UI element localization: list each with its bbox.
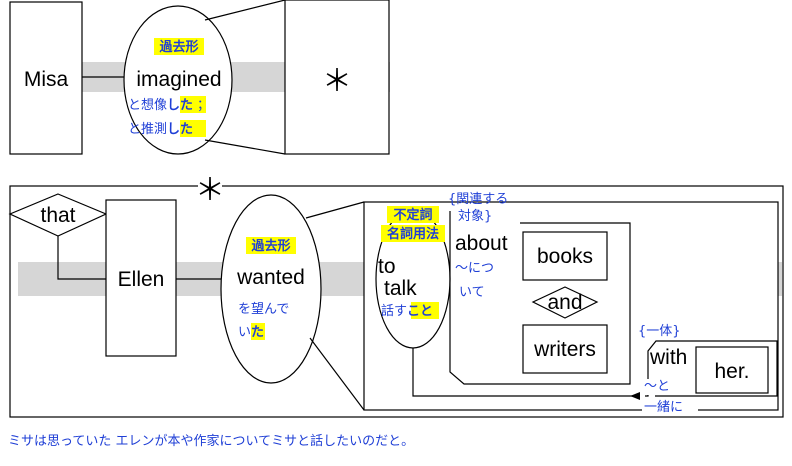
about-tag-2: 対象} (458, 209, 492, 224)
gloss-highlight (251, 323, 265, 340)
gloss-highlight (411, 302, 439, 319)
infinitive-gloss-hl: こと (407, 304, 433, 319)
infinitive-tag-2: 名詞用法 (387, 226, 439, 242)
verb-gloss-line-2: と推測した (128, 122, 193, 137)
verb-word: wanted (236, 266, 305, 289)
object-box-her (695, 346, 769, 394)
conjunction-word: that (40, 204, 75, 227)
clause-marker: ＊ (195, 174, 225, 207)
subject-box (105, 199, 177, 357)
object-connector (309, 337, 365, 411)
preposition-with: with (649, 346, 687, 369)
verb-gloss-hl: した (167, 98, 193, 113)
about-gloss-1: ～につ (455, 261, 494, 276)
object-word-writers: writers (533, 338, 596, 361)
object-box (284, 0, 390, 155)
infinitive-tag-highlight (387, 206, 439, 223)
tense-tag: 過去形 (250, 238, 290, 254)
object-box-books (522, 231, 608, 281)
verb-gloss-sep: ； (197, 98, 210, 113)
verb-gloss-text: と想像 (128, 97, 167, 113)
with-gloss-2: 一緒に (644, 400, 683, 415)
preposition-about: about (455, 232, 508, 255)
subject-word: Misa (24, 68, 69, 91)
subject-box (9, 1, 83, 155)
verb-gloss-hl: した (167, 122, 193, 137)
gloss-highlight (180, 120, 206, 137)
infinitive-verb: talk (384, 277, 417, 300)
arrow-head (630, 392, 640, 400)
verb-gloss-line-1: と想像した ； (128, 97, 210, 113)
with-phrase-bracket (645, 340, 778, 397)
marker-gap (198, 180, 222, 194)
sentence1-diagram: Misa 過去形 imagined と想像した ； と推測した ＊ (9, 0, 390, 155)
about-phrase-bracket (449, 211, 631, 385)
clause-marker: ＊ (322, 65, 352, 98)
modifier-link (412, 348, 640, 397)
object-connector (305, 201, 365, 219)
japanese-translation: ミサは思っていた エレンが本や作家についてミサと話したいのだと。 (8, 434, 415, 449)
infinitive-tag-1: 不定詞 (393, 207, 432, 223)
tense-tag-highlight (154, 38, 204, 55)
infinitive-gloss: 話すこと (381, 303, 433, 319)
verb-oval (220, 194, 322, 384)
with-tag: {一体} (638, 324, 681, 339)
coordinator-diamond (531, 286, 599, 319)
gloss-gap (642, 398, 698, 414)
about-gloss-2: いて (459, 285, 485, 300)
infinitive-to: to (378, 255, 396, 278)
object-connector (204, 139, 286, 155)
subject-word: Ellen (118, 268, 165, 291)
infinitive-tag-highlight (381, 225, 445, 242)
verb-gloss-hl: た (251, 325, 264, 340)
gloss-highlight (180, 96, 206, 113)
verb-gloss-text: い (238, 325, 251, 340)
object-connector (204, 0, 286, 21)
verb-gloss-line-1: を望んで (238, 301, 289, 317)
infinitive-gloss-text: 話す (381, 303, 407, 319)
conjunction-link (57, 236, 106, 280)
tense-tag: 過去形 (158, 39, 198, 55)
gloss-gap (642, 379, 676, 395)
verb-word: imagined (136, 68, 221, 91)
object-box-writers (522, 324, 608, 374)
verb-gloss-text: と推測 (128, 122, 167, 137)
verb-oval (123, 5, 233, 155)
with-gloss-1: ～と (644, 379, 670, 394)
coordinator-word: and (547, 291, 582, 314)
tense-tag-highlight (246, 237, 296, 254)
object-word-books: books (537, 245, 593, 268)
about-tag-1: {関連する (448, 192, 508, 207)
object-word-her: her. (714, 360, 749, 383)
sentence2-diagram: ＊ that Ellen 過去形 wanted を望んで いた 不定詞 名詞用法… (8, 174, 784, 418)
verb-gloss-line-2: いた (238, 325, 264, 340)
